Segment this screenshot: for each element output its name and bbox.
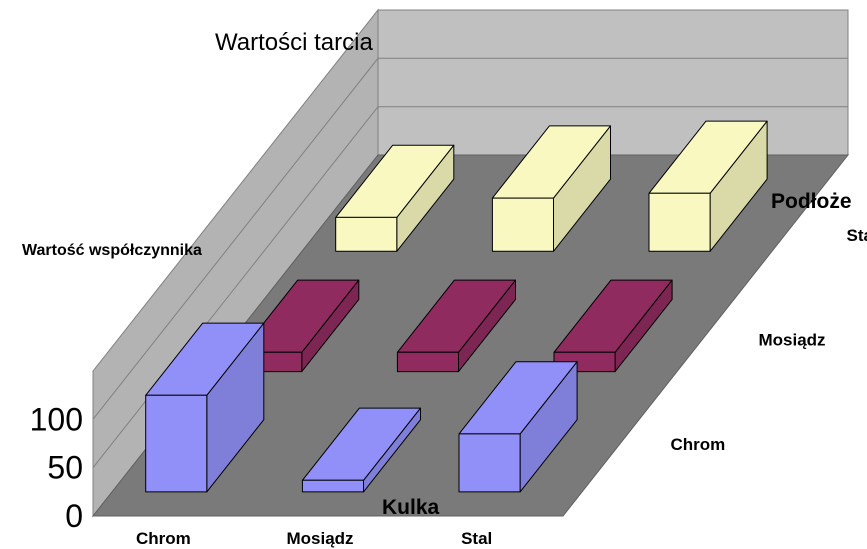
bar-front xyxy=(491,197,554,252)
bar xyxy=(301,407,421,493)
bar-front xyxy=(145,394,208,493)
chart-bars xyxy=(145,120,768,493)
bar-front xyxy=(301,479,364,493)
depth-tick-label: Mosiądz xyxy=(759,331,826,350)
bar xyxy=(553,279,673,373)
bar xyxy=(458,361,578,493)
y-tick-label: 50 xyxy=(47,450,83,486)
x-tick-label: Chrom xyxy=(136,529,191,548)
bar-front xyxy=(396,351,459,373)
bar xyxy=(145,322,265,493)
bar xyxy=(648,120,768,252)
back-wall xyxy=(377,9,849,156)
chart-title: Wartości tarcia xyxy=(215,29,373,56)
bar xyxy=(335,144,455,252)
gridline xyxy=(92,57,848,420)
bar-front xyxy=(335,216,398,252)
y-axis-label: Wartość współczynnika xyxy=(22,242,202,259)
bar xyxy=(396,279,516,373)
depth-tick-label: Stal xyxy=(847,226,867,245)
y-tick-label: 100 xyxy=(30,401,83,437)
y-tick-label: 0 xyxy=(65,498,83,534)
x-axis-label: Kulka xyxy=(382,496,440,519)
depth-tick-label: Chrom xyxy=(671,435,726,454)
bar-front xyxy=(648,192,711,252)
bar-front xyxy=(458,433,521,493)
chart-labels: Wartości tarcia Wartość współczynnika Ku… xyxy=(22,29,867,548)
depth-axis-label: Podłoże xyxy=(771,190,852,213)
x-tick-label: Stal xyxy=(461,529,492,548)
bar xyxy=(491,125,611,252)
x-tick-label: Mosiądz xyxy=(286,529,353,548)
